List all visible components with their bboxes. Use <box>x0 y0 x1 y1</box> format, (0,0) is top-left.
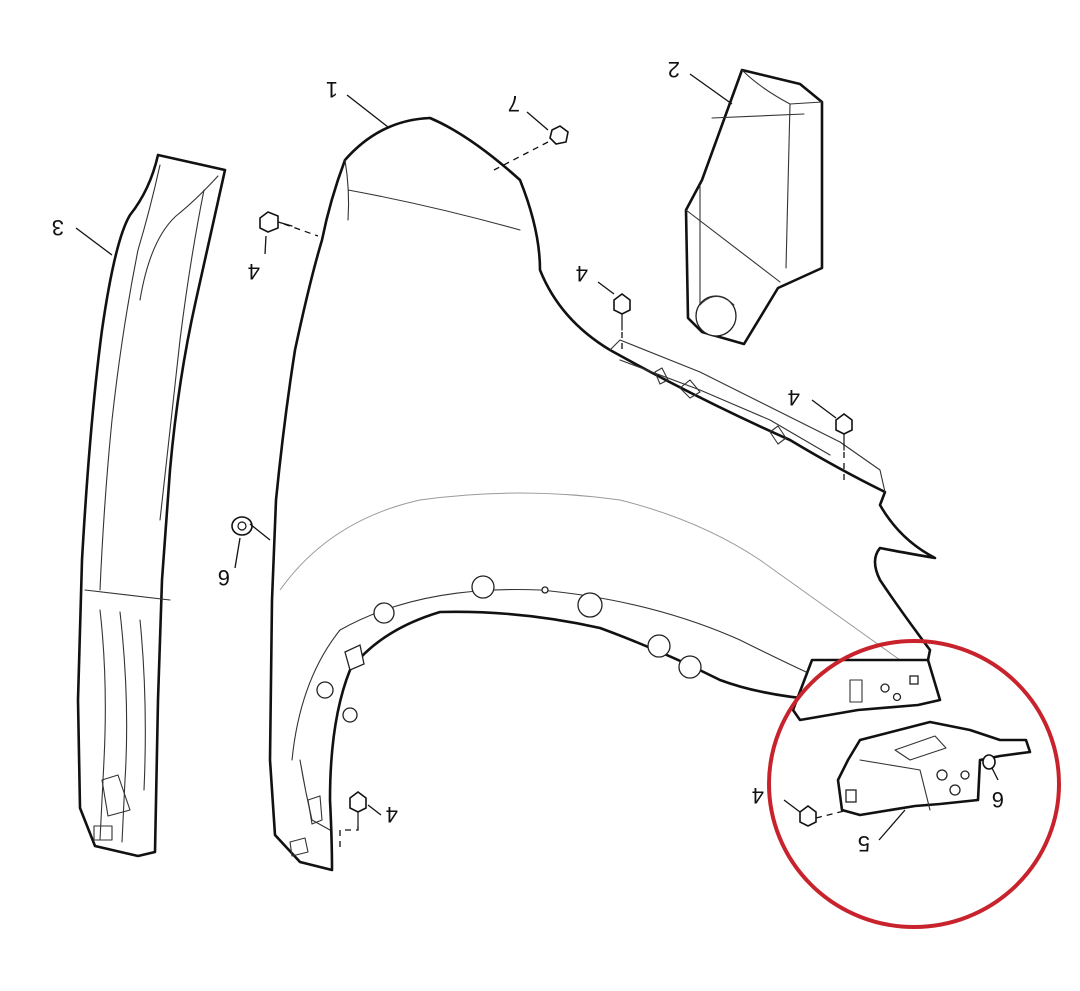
callout-fender: 1 <box>326 77 338 102</box>
callout-screw-top: 7 <box>508 91 520 116</box>
bolt-4-bracket <box>799 805 849 827</box>
bolt-4-lower-wheel <box>339 791 367 850</box>
leader-lines <box>75 73 999 841</box>
nut-6-bracket <box>982 754 996 770</box>
a-pillar-panel <box>76 153 227 858</box>
washer-6-left <box>231 516 253 536</box>
splash-shield <box>684 68 824 346</box>
bolt-4-right-edge <box>835 413 853 480</box>
callout-bolt-upper-left: 4 <box>248 259 260 284</box>
bolt-4-upper-left <box>259 211 319 237</box>
callout-bolt-top-edge: 4 <box>576 261 588 286</box>
screw-7 <box>493 125 569 171</box>
callout-labels: 1 2 3 7 4 4 4 4 6 4 5 6 <box>52 57 1004 856</box>
callout-nut-left: 6 <box>218 565 230 590</box>
fender-bracket <box>791 658 1032 817</box>
callout-nut-bracket: 6 <box>992 787 1004 812</box>
front-fender <box>268 116 937 872</box>
callout-bolt-right-edge: 4 <box>788 385 800 410</box>
callout-a-pillar-panel: 3 <box>52 215 64 240</box>
callout-splash-shield: 2 <box>668 57 680 82</box>
highlight-circle <box>767 639 1061 929</box>
callout-bolt-lower-wheel: 4 <box>386 802 398 827</box>
callout-bolt-bracket: 4 <box>752 783 764 808</box>
bolt-4-top-edge <box>613 293 631 352</box>
callout-bracket: 5 <box>858 831 870 856</box>
